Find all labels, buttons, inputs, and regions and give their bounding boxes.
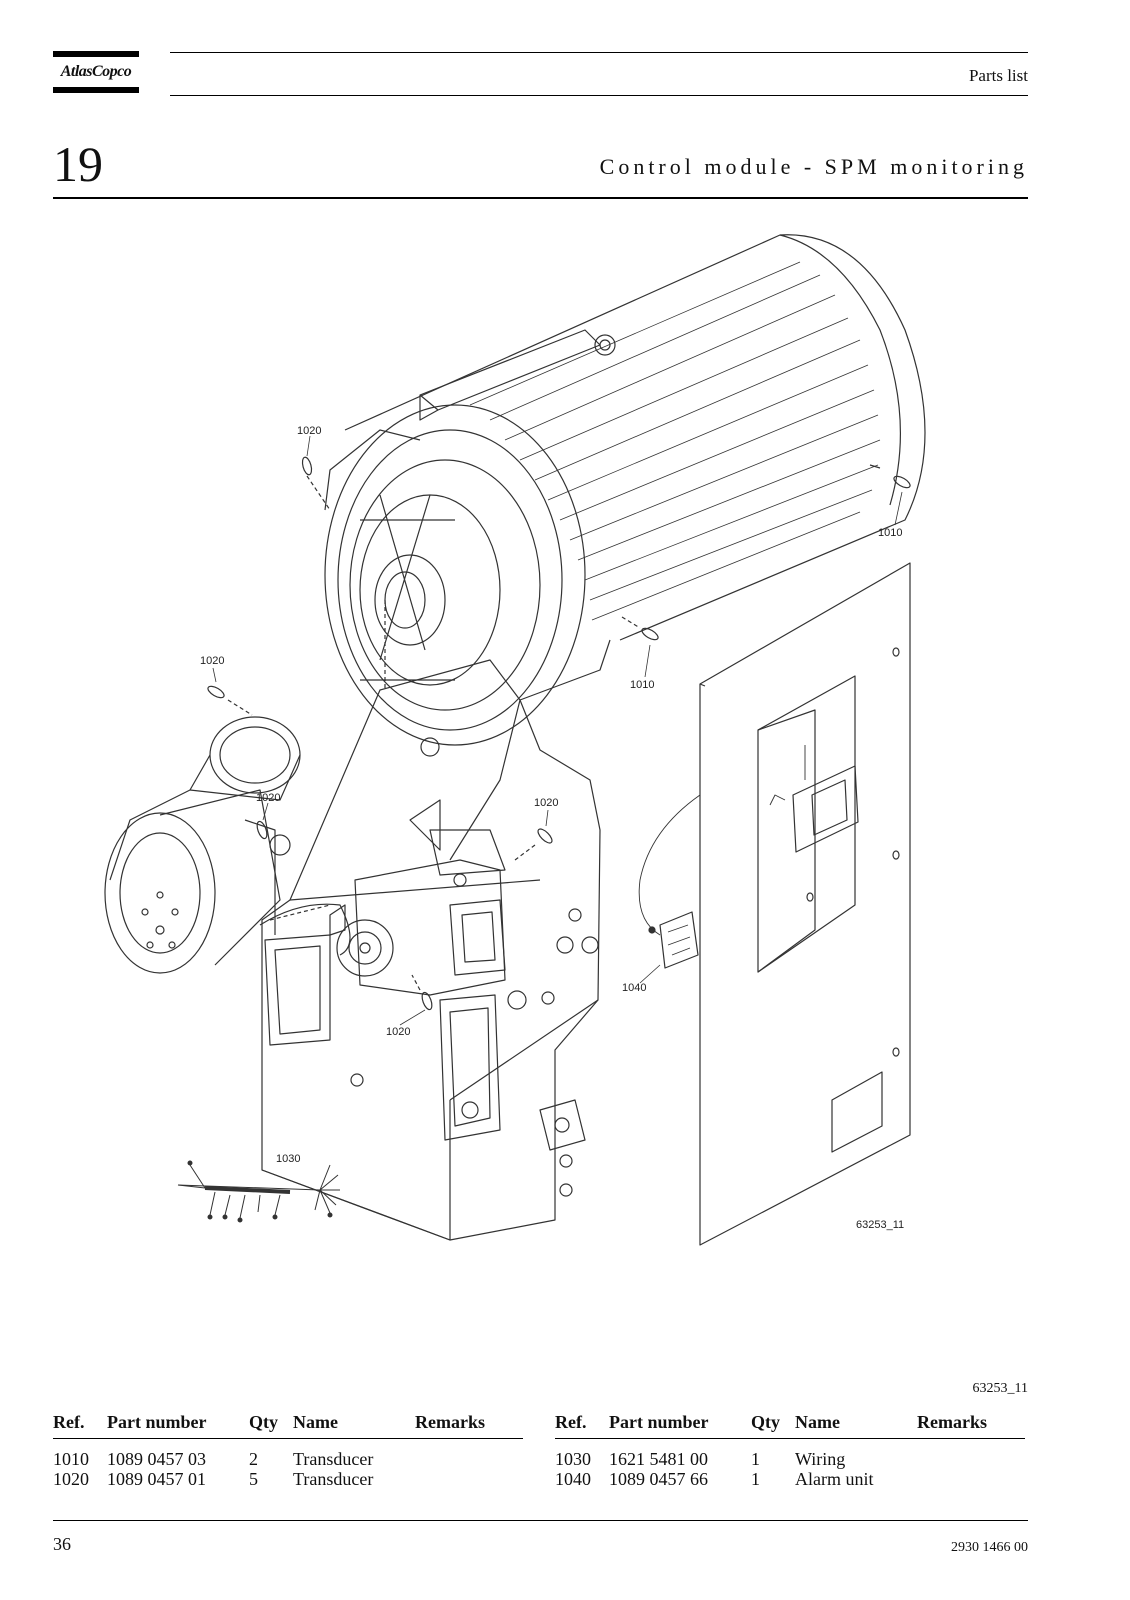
cell-part-number: 1621 5481 00 (609, 1449, 708, 1469)
callout-1020-pump: 1020 (386, 1026, 410, 1038)
parts-table-header: Ref. Part number Qty Name Remarks (555, 1412, 1025, 1439)
callout-1020-airend: 1020 (256, 792, 280, 804)
leader-lines (212, 435, 903, 1026)
cell-ref: 1040 (555, 1469, 591, 1489)
col-name: Name (795, 1412, 840, 1432)
cell-part-number: 1089 0457 01 (107, 1469, 206, 1489)
cell-name: Transducer (293, 1449, 374, 1469)
col-part-number: Part number (107, 1412, 207, 1432)
drawing-id: 63253_11 (856, 1219, 904, 1231)
exploded-view-drawing: 1020 1010 1010 1020 1020 1020 1020 1040 … (104, 234, 926, 1246)
logo-bar-top (53, 51, 139, 57)
col-qty: Qty (249, 1412, 278, 1432)
control-panel-board (699, 562, 911, 1246)
col-name: Name (293, 1412, 338, 1432)
cell-ref: 1010 (53, 1449, 89, 1469)
table-row: 1020 1089 0457 01 5 Transducer (53, 1469, 523, 1489)
motor-assembly (324, 234, 926, 746)
cell-qty: 5 (249, 1469, 258, 1489)
header-label: Parts list (968, 66, 1028, 85)
cell-part-number: 1089 0457 66 (609, 1469, 708, 1489)
logo-wordmark: AtlasCopco (60, 63, 132, 80)
col-remarks: Remarks (917, 1412, 987, 1432)
section-title: Control module - SPM monitoring (599, 154, 1028, 179)
cell-ref: 1030 (555, 1449, 591, 1469)
logo-bar-bottom (53, 87, 139, 93)
col-ref: Ref. (53, 1412, 85, 1432)
header-bottom-rule (170, 95, 1028, 96)
cell-name: Alarm unit (795, 1469, 874, 1489)
cell-ref: 1020 (53, 1469, 89, 1489)
brand-logo: AtlasCopco (53, 51, 139, 93)
table-row: 1030 1621 5481 00 1 Wiring (555, 1449, 1025, 1469)
transducer-markers (207, 456, 911, 1011)
footer-rule (53, 1520, 1028, 1521)
cell-qty: 2 (249, 1449, 258, 1469)
title-rule (53, 197, 1028, 199)
cell-part-number: 1089 0457 03 (107, 1449, 206, 1469)
alarm-unit-drawing (638, 794, 701, 969)
callout-1020-top: 1020 (297, 425, 321, 437)
callout-1040: 1040 (622, 982, 646, 994)
callout-1030: 1030 (276, 1153, 300, 1165)
col-part-number: Part number (609, 1412, 709, 1432)
parts-table-left: Ref. Part number Qty Name Remarks 1010 1… (53, 1412, 523, 1489)
cell-qty: 1 (751, 1449, 760, 1469)
cell-qty: 1 (751, 1469, 760, 1489)
figure-code: 63253_11 (972, 1381, 1028, 1396)
callout-1010-right: 1010 (878, 527, 902, 539)
table-row: 1010 1089 0457 03 2 Transducer (53, 1449, 523, 1469)
cell-name: Transducer (293, 1469, 374, 1489)
compressor-block (261, 659, 601, 1241)
wiring-harness-drawing (177, 1160, 340, 1223)
chapter-number: 19 (53, 136, 103, 192)
header-top-rule (170, 52, 1028, 53)
cell-name: Wiring (795, 1449, 846, 1469)
pump-assembly (329, 829, 506, 996)
callout-1020-left: 1020 (200, 655, 224, 667)
page-number: 36 (53, 1534, 71, 1554)
callout-1020-block: 1020 (534, 797, 558, 809)
callout-1010-middle: 1010 (630, 679, 654, 691)
col-remarks: Remarks (415, 1412, 485, 1432)
col-ref: Ref. (555, 1412, 587, 1432)
document-number: 2930 1466 00 (951, 1540, 1028, 1555)
col-qty: Qty (751, 1412, 780, 1432)
table-row: 1040 1089 0457 66 1 Alarm unit (555, 1469, 1025, 1489)
parts-table-right: Ref. Part number Qty Name Remarks 1030 1… (555, 1412, 1025, 1489)
parts-table-header: Ref. Part number Qty Name Remarks (53, 1412, 523, 1439)
